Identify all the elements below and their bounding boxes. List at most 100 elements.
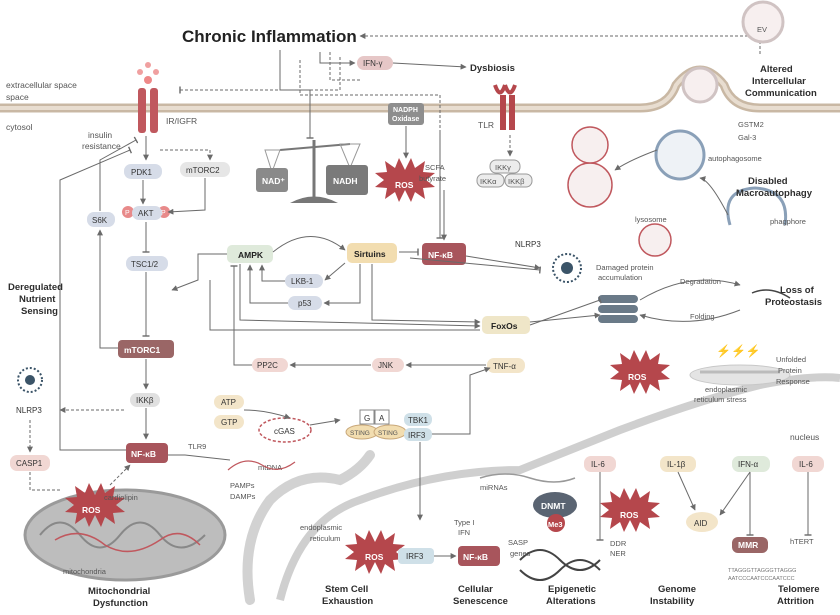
ampk-to-sirtuins-arrow xyxy=(272,236,346,253)
oxidase-label: Oxidase xyxy=(392,116,419,123)
nadh-box xyxy=(326,165,368,195)
sting-right-label: STING xyxy=(378,430,398,437)
aggregate-to-degradation-arrow xyxy=(639,279,741,301)
er-label-2: reticulum xyxy=(310,534,340,543)
sirtuins-label: Sirtuins xyxy=(354,249,386,259)
tnfa-node xyxy=(487,358,525,373)
aid-node xyxy=(686,512,718,532)
tlr9-label: TLR9 xyxy=(188,442,206,451)
sting-a-label: A xyxy=(379,414,385,423)
hallmark-nutrient-2: Nutrient xyxy=(19,294,56,305)
sting-left-label: STING xyxy=(350,430,370,437)
il6-label: IL-6 xyxy=(591,460,605,469)
p-right-label: P xyxy=(161,210,166,217)
nadph-oxidase-node xyxy=(388,103,424,125)
dnmt-node xyxy=(533,492,577,518)
ikka-node xyxy=(476,173,505,188)
pdk1-node xyxy=(124,164,162,179)
gal3-label: Gal-3 xyxy=(738,133,756,142)
ikkg-label: IKKγ xyxy=(495,163,511,172)
mtdna-label: mtDNA xyxy=(258,463,282,472)
foxos-node xyxy=(482,316,530,334)
ev-label: EV xyxy=(757,25,767,34)
irf3-label: IRF3 xyxy=(408,431,426,440)
ifn-to-dysbiosis-arrow xyxy=(392,62,467,70)
autophagosome-to-lysosome-arrow xyxy=(614,149,658,171)
sting-g-box xyxy=(359,409,375,425)
ifn-gamma-node xyxy=(357,56,393,70)
mtdna-strand xyxy=(227,460,296,471)
inflammation-dash-2 xyxy=(329,52,360,81)
ros-burst-right xyxy=(610,350,670,394)
nucleus-label: nucleus xyxy=(790,432,819,442)
hallmark-telomere-1: Telomere xyxy=(778,584,820,595)
nfkb-top-node xyxy=(422,243,466,265)
phagphore-label: phagphore xyxy=(770,217,806,226)
htert-label: hTERT xyxy=(790,537,814,546)
folding-label: Folding xyxy=(690,312,715,321)
akt-phospho-left xyxy=(122,206,134,218)
nlrp3-left-label: NLRP3 xyxy=(16,406,42,415)
inflammation-to-ifn-arrow xyxy=(319,52,356,66)
misfolded-protein xyxy=(751,289,791,299)
ros-burst-top xyxy=(375,158,435,202)
mtorc1-to-s6k-arrow xyxy=(97,229,118,349)
lkb1-node xyxy=(285,274,323,288)
hallmark-mito-2: Dysfunction xyxy=(93,598,148,609)
lysosome-shape xyxy=(567,126,672,257)
pamps-label: PAMPs xyxy=(230,481,255,490)
hallmark-proteostasis-1: Loss of xyxy=(780,285,815,296)
upr-label-3: Response xyxy=(776,377,810,386)
hallmark-stem-2: Exhaustion xyxy=(322,596,373,607)
er-stress-label-1: endoplasmic xyxy=(705,385,747,394)
mmr-label: MMR xyxy=(738,540,758,550)
il6b-node xyxy=(792,456,824,472)
lkb1-label: LKB-1 xyxy=(291,277,314,286)
irigfr-label: IR/IGFR xyxy=(166,116,197,126)
cardiolipin-label: cardiolipin xyxy=(104,493,138,502)
irf3-node xyxy=(404,428,432,441)
atp-to-cgas-arrow xyxy=(243,409,291,420)
il6b-label: IL-6 xyxy=(799,460,813,469)
chromatin-helix xyxy=(519,549,601,581)
casp1-to-ros-dash xyxy=(29,472,60,491)
ikkg-node xyxy=(489,159,521,174)
pp2c-node xyxy=(252,358,288,372)
tlr-label: TLR xyxy=(478,120,494,130)
damps-label: DAMPs xyxy=(230,492,256,501)
p53-label: p53 xyxy=(298,299,312,308)
phagophore-to-autophagosome-arrow xyxy=(699,176,729,216)
ikka-label: IKKα xyxy=(480,177,497,186)
tbk1-label: TBK1 xyxy=(408,416,429,425)
degradation-label: Degradation xyxy=(680,277,721,286)
foxos-feedback-line xyxy=(209,280,480,331)
mtorc2-label: mTORC2 xyxy=(186,166,220,175)
sting-a-box xyxy=(374,409,390,425)
sasp-label-1: SASP xyxy=(508,538,528,547)
inflammation-to-receptor-dash xyxy=(179,55,341,94)
il1b-label: IL-1β xyxy=(667,460,686,469)
nfkb-left-label: NF-κB xyxy=(131,449,156,459)
ros-label-right: ROS xyxy=(628,372,647,382)
hallmark-intercellular-3: Communication xyxy=(745,88,817,99)
irf3-nucleus-label: IRF3 xyxy=(406,552,424,561)
s6k-label: S6K xyxy=(92,216,108,225)
cgas-to-sting-arrow xyxy=(309,417,341,426)
cgas-label: cGAS xyxy=(274,427,295,436)
ros-to-nfkb-dash xyxy=(109,464,131,486)
ddr-label: DDR xyxy=(610,539,627,548)
gtp-label: GTP xyxy=(221,418,237,427)
dysbiosis-label: Dysbiosis xyxy=(470,63,515,74)
atp-label: ATP xyxy=(221,398,236,407)
il1b-to-aid-arrow xyxy=(677,471,696,511)
jnk-label: JNK xyxy=(378,361,394,370)
il6-node xyxy=(584,456,616,472)
nfkb-to-tlr9-line xyxy=(168,454,231,461)
ros-burst-er xyxy=(345,530,405,574)
mtorc1-node xyxy=(118,340,174,358)
type1-label-1: Type I xyxy=(454,518,474,527)
phagophore-shape xyxy=(726,186,788,226)
tsc-label: TSC1/2 xyxy=(131,260,159,269)
sirtuins-to-lkb1-arrow xyxy=(324,262,346,281)
mitochondria-label: mitochondria xyxy=(63,567,107,576)
